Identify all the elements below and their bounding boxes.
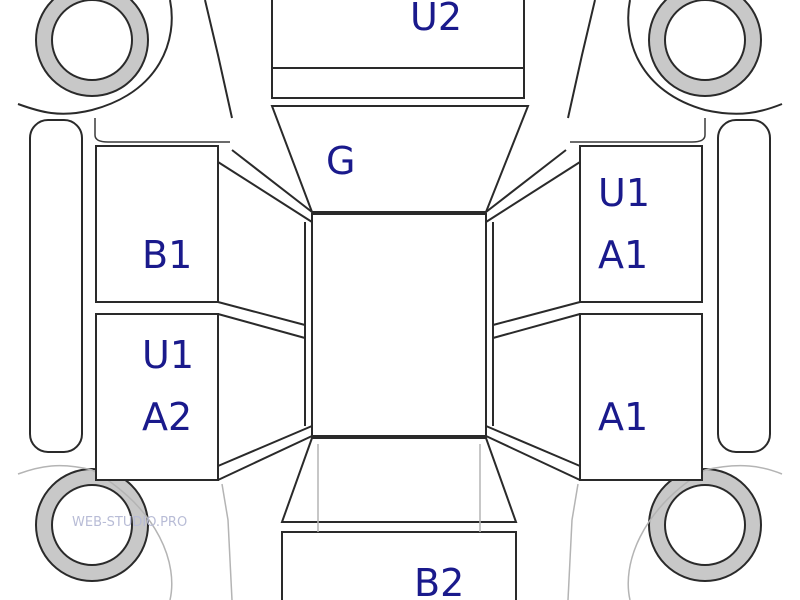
label-rear-right-door: A1 [598, 395, 648, 439]
left-sill [29, 119, 83, 453]
wheel-front-right [648, 0, 762, 97]
fender-arches-top [17, 0, 783, 143]
zone-front-bumper [271, 0, 525, 99]
label-roof-front: U2 [410, 0, 462, 39]
right-sill [717, 119, 771, 453]
label-rear-left-door-bottom: A2 [142, 395, 192, 439]
pillar-lines [217, 149, 581, 532]
fender-arches-bottom [17, 464, 783, 600]
zone-front-left-door [95, 145, 219, 303]
wheel-front-left [35, 0, 149, 97]
zone-roof [311, 213, 487, 437]
label-rear-left-door-top: U1 [142, 333, 194, 377]
label-front-right-door-bottom: A1 [598, 233, 648, 277]
zone-rear-right-door [579, 313, 703, 481]
wheel-rear-left [35, 468, 149, 582]
label-front-left-door: B1 [142, 233, 192, 277]
label-trunk: B2 [414, 561, 464, 600]
wheel-rear-right [648, 468, 762, 582]
label-front-right-door-top: U1 [598, 171, 650, 215]
zone-front-right-door [579, 145, 703, 303]
zone-hood [270, 105, 530, 213]
watermark: WEB-STUDIO.PRO [72, 515, 187, 530]
label-hood: G [326, 139, 355, 183]
zone-rear-bumper [281, 531, 517, 600]
zone-rear-left-door [95, 313, 219, 481]
zone-trunk-lid [280, 437, 518, 523]
